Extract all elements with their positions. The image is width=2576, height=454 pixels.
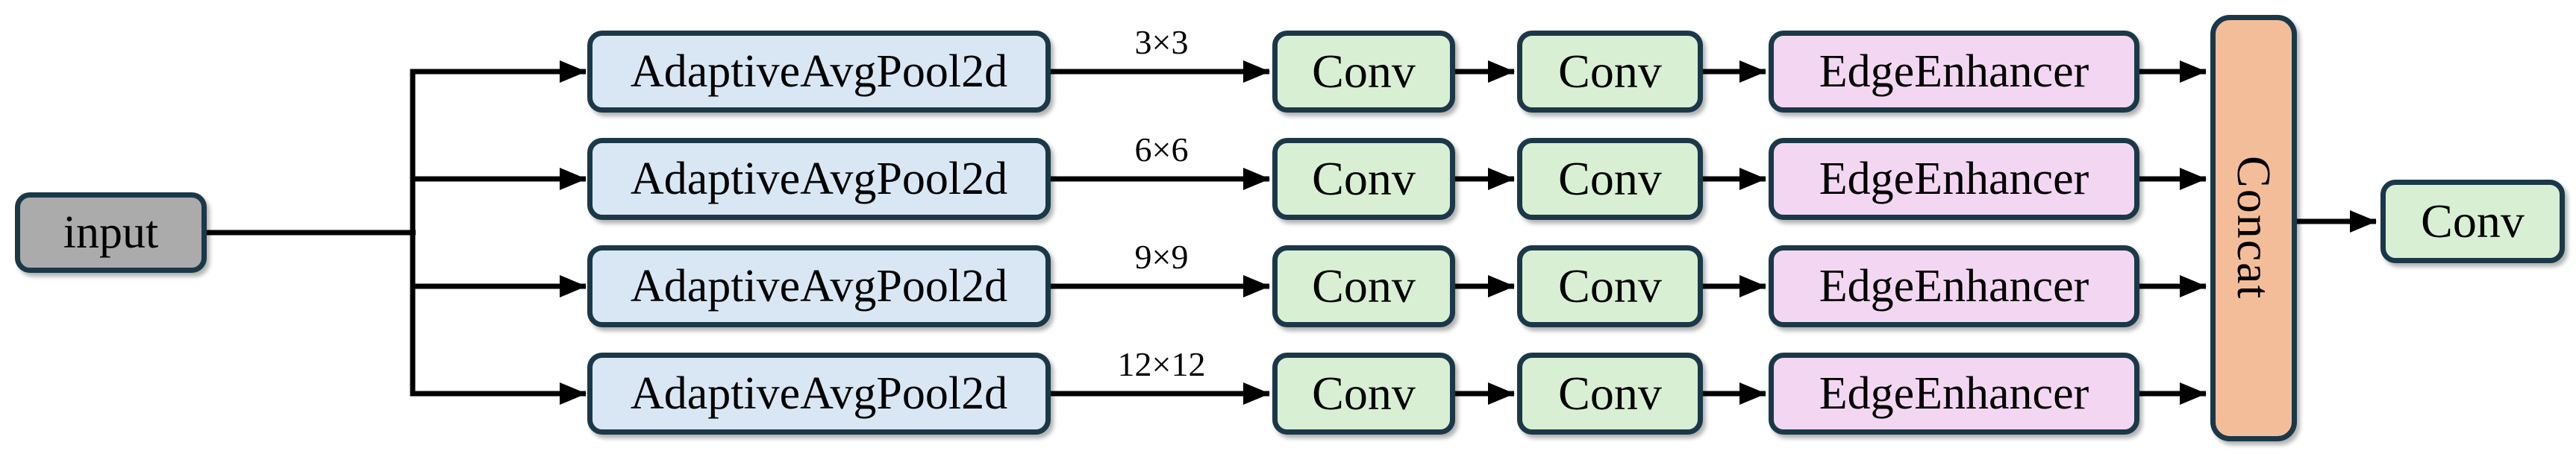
concat-node: Concat xyxy=(2210,15,2297,441)
output-conv-node: Conv xyxy=(2380,180,2565,263)
input-node: input xyxy=(15,192,207,273)
